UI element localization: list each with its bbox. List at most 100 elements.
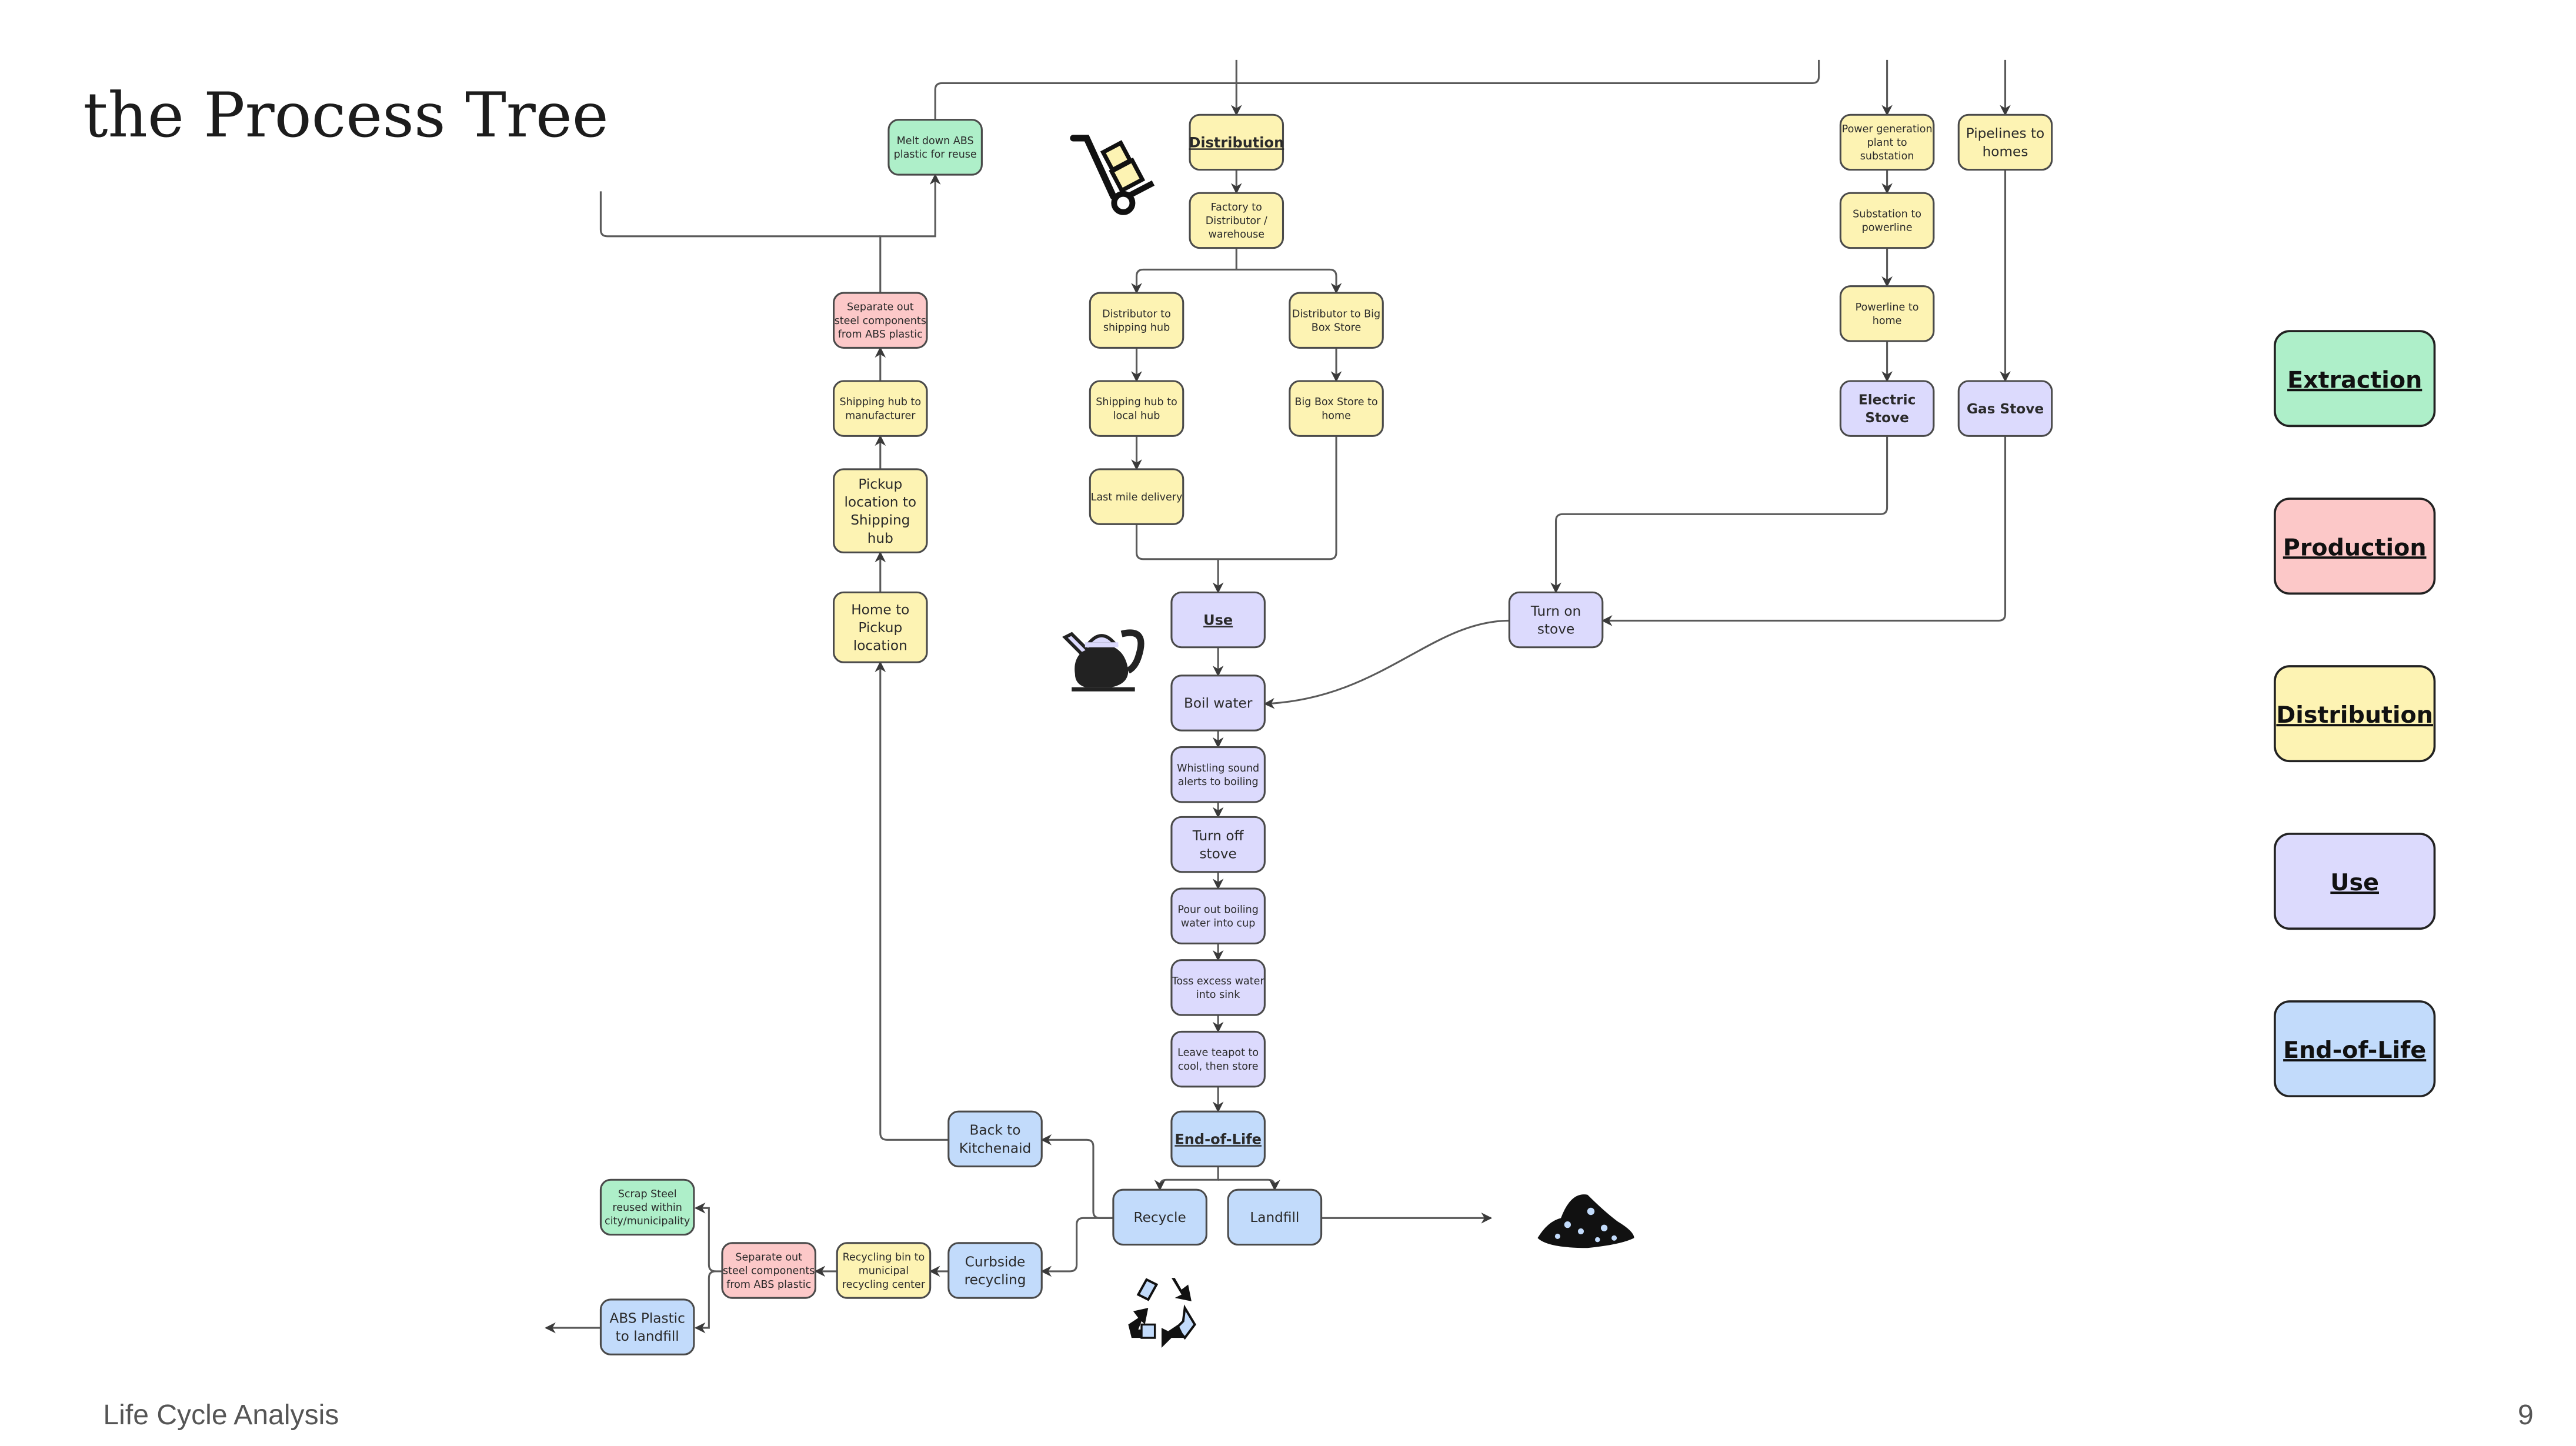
node-back-kitchenaid: Back to Kitchenaid [947, 1110, 1043, 1168]
edge-separate-to-scrap [694, 1203, 722, 1273]
node-label: Last mile delivery [1091, 492, 1183, 503]
node-label: Shipping hub to [1096, 396, 1177, 408]
node-label: steel components [835, 315, 926, 327]
node-box [1189, 192, 1284, 249]
node-box [833, 380, 928, 437]
node-box [1957, 380, 2053, 437]
node-box [833, 468, 928, 554]
node-box [1839, 285, 1935, 342]
edge-factory-to-bigbox [1236, 268, 1342, 294]
legend-item-use: Use [2274, 833, 2436, 930]
edges-layer [545, 59, 2011, 1334]
node-box [1170, 1110, 1266, 1168]
node-box [833, 292, 928, 349]
legend-item-extraction: Extraction [2274, 330, 2436, 428]
node-label: Recycling bin to [843, 1251, 925, 1263]
node-landfill: Landfill [1227, 1188, 1323, 1246]
node-label: stove [1199, 846, 1236, 862]
node-separate-bottom: Separate out steel components from ABS pla… [721, 1242, 816, 1299]
node-box [1170, 1030, 1266, 1088]
landfill-pile-icon [1537, 1194, 1634, 1248]
node-turn-off: Turn off stove [1170, 816, 1266, 873]
node-box [1089, 292, 1184, 349]
node-label: manufacturer [845, 410, 916, 422]
node-label: Home to [851, 602, 909, 617]
node-label: recycling center [842, 1279, 926, 1291]
node-label: Curbside [965, 1254, 1026, 1270]
node-label: Separate out [735, 1251, 802, 1263]
page-title: the Process Tree [83, 79, 608, 151]
node-label: Factory to [1211, 202, 1262, 213]
recycle-icon [1128, 1278, 1196, 1348]
legend-label: Distribution [2276, 702, 2433, 729]
legend-swatch [2274, 665, 2436, 763]
footer-label: Life Cycle Analysis [103, 1399, 339, 1431]
node-label: Distributor to Big [1292, 308, 1380, 320]
legend-swatch [2274, 330, 2436, 428]
node-box [1227, 1188, 1323, 1246]
node-label: Leave teapot to [1177, 1047, 1259, 1059]
node-label: Turn off [1192, 828, 1244, 844]
node-label: End-of-Life [1174, 1131, 1262, 1147]
node-label: steel components [723, 1265, 815, 1277]
node-label: Electric [1858, 392, 1916, 408]
node-label: plant to [1867, 137, 1907, 149]
node-label: Pickup [858, 476, 902, 492]
node-gas-stove: Gas Stove [1957, 380, 2053, 437]
node-box [1289, 380, 1384, 437]
node-label: warehouse [1209, 229, 1265, 241]
edge-eol-to-recycle [1154, 1166, 1219, 1191]
node-label: alerts to boiling [1178, 776, 1259, 788]
node-label: Big Box Store to [1294, 396, 1377, 408]
node-box [1289, 292, 1384, 349]
node-box [1508, 591, 1604, 649]
legend-swatch [2274, 833, 2436, 930]
node-box [1839, 113, 1935, 171]
node-box [947, 1110, 1043, 1168]
node-label: from ABS plastic [726, 1279, 811, 1291]
node-label: Back to [970, 1123, 1021, 1138]
node-label: home [1873, 315, 1902, 327]
node-label: cool, then store [1178, 1061, 1259, 1073]
node-box [721, 1242, 816, 1299]
node-ship-to-local: Shipping hub to local hub [1089, 380, 1184, 437]
node-box [1170, 591, 1266, 649]
node-use: Use [1170, 591, 1266, 649]
node-label: municipal [859, 1265, 909, 1277]
node-box [1170, 887, 1266, 944]
edge-turnon-to-boil [1263, 619, 1510, 709]
legend-label: Extraction [2287, 366, 2422, 393]
node-box [1089, 468, 1184, 525]
node-label: Box Store [1312, 322, 1361, 333]
node-label: Pour out boiling [1177, 904, 1259, 916]
teapot-icon [1062, 629, 1144, 692]
edge-top-loop [934, 59, 1820, 120]
node-label: recycling [965, 1272, 1026, 1288]
node-box [1170, 959, 1266, 1016]
edge-gas-to-turnon [1601, 436, 2007, 626]
node-box [1957, 113, 2053, 171]
node-distribution: Distribution [1189, 113, 1284, 171]
node-label: local hub [1113, 410, 1160, 422]
node-label: powerline [1862, 222, 1913, 234]
node-box [1170, 746, 1266, 803]
node-label: Kitchenaid [959, 1140, 1032, 1156]
node-label: Toss excess water [1172, 976, 1265, 987]
node-label: Separate out [847, 302, 914, 313]
node-label: stove [1537, 621, 1574, 637]
